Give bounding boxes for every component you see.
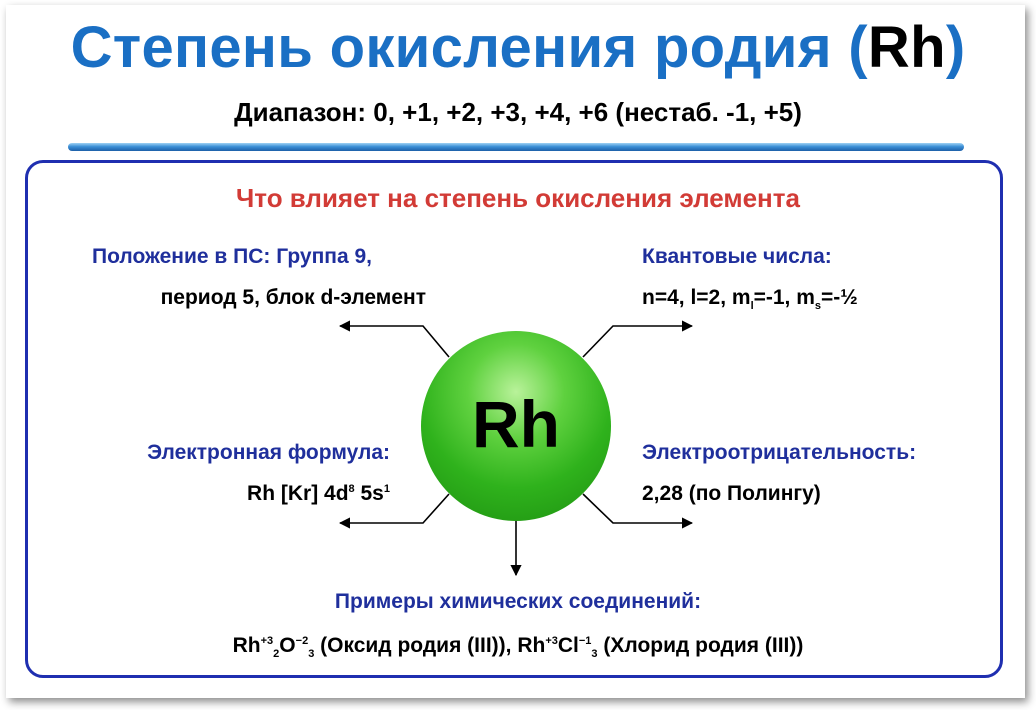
electroneg-value: 2,28 (по Полингу) bbox=[642, 482, 821, 505]
c2-name: (Хлорид родия (III)) bbox=[597, 634, 804, 657]
electron-d-sup: 8 bbox=[348, 483, 355, 495]
electron-label: Электронная формула: bbox=[147, 441, 390, 464]
electron-s: 5s bbox=[354, 482, 384, 505]
c1-o-sup: −2 bbox=[295, 635, 309, 647]
electron-s-sup: 1 bbox=[383, 483, 390, 495]
quantum-ml: =-1, m bbox=[753, 286, 815, 309]
page-title: Степень окисления родия (Rh) bbox=[0, 14, 1036, 81]
electron-value: Rh [Kr] 4d8 5s1 bbox=[60, 482, 390, 506]
quantum-nl: n=4, l=2, m bbox=[642, 286, 751, 309]
examples-label: Примеры химических соединений: bbox=[334, 590, 702, 613]
arrow-position bbox=[338, 320, 450, 358]
c1-o: O bbox=[279, 634, 296, 657]
arrow-electron bbox=[338, 493, 450, 529]
c2-rh-sup: +3 bbox=[545, 635, 558, 647]
c1-rh-sup: +3 bbox=[260, 635, 274, 647]
c1-rh-sub: 2 bbox=[273, 648, 280, 661]
arrow-electroneg bbox=[582, 493, 694, 529]
diagram-subtitle: Что влияет на степень окисления элемента bbox=[236, 183, 800, 213]
oxidation-range: Диапазон: 0, +1, +2, +3, +4, +6 (нестаб.… bbox=[234, 97, 802, 127]
c1-o-sub: 3 bbox=[308, 648, 315, 661]
element-sphere bbox=[421, 331, 611, 521]
c2-cl: Cl bbox=[557, 634, 579, 657]
divider-bar bbox=[68, 143, 964, 151]
examples-value: Rh+32O−23 (Оксид родия (III)), Rh+3Cl−13… bbox=[0, 634, 1036, 660]
title-symbol: Rh bbox=[867, 15, 946, 80]
c2-rh: Rh bbox=[517, 634, 546, 657]
c1-name: (Оксид родия (III)), bbox=[314, 634, 518, 657]
title-close: ) bbox=[945, 15, 966, 80]
element-symbol: Rh bbox=[472, 387, 560, 461]
quantum-label: Квантовые числа: bbox=[642, 245, 832, 268]
quantum-ms-sub: s bbox=[814, 300, 822, 313]
quantum-ml-sub: l bbox=[750, 300, 754, 313]
title-main: Степень окисления родия ( bbox=[70, 15, 868, 80]
quantum-value: n=4, l=2, ml=-1, ms=-½ bbox=[642, 286, 858, 312]
quantum-ms: =-½ bbox=[821, 286, 858, 309]
position-label: Положение в ПС: Группа 9, bbox=[92, 245, 372, 268]
electron-base: Rh [Kr] 4d bbox=[247, 482, 349, 505]
c2-cl-sub: 3 bbox=[591, 648, 598, 661]
arrow-quantum bbox=[582, 320, 694, 358]
c1-rh: Rh bbox=[232, 634, 261, 657]
diagram-frame bbox=[25, 160, 1003, 678]
c2-cl-sup: −1 bbox=[578, 635, 592, 647]
position-value: период 5, блок d-элемент bbox=[160, 286, 426, 309]
electroneg-label: Электроотрицательность: bbox=[642, 441, 917, 464]
